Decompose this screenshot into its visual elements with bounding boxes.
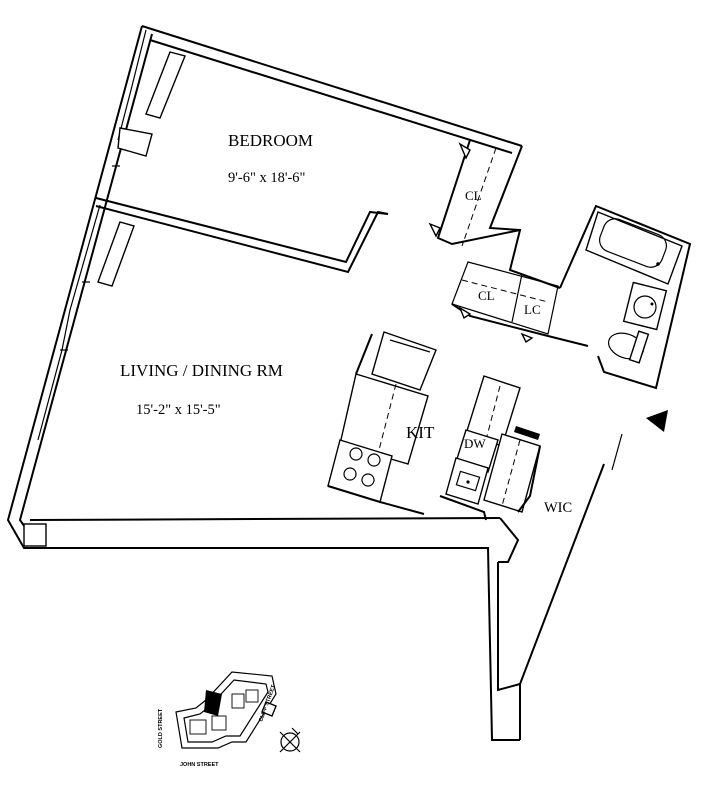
dishwasher-label: DW — [464, 436, 486, 451]
windows — [37, 29, 147, 441]
kitchen — [327, 331, 541, 521]
linen-closet-label: LC — [524, 302, 541, 317]
bedroom-dimensions: 9'-6" x 18'-6" — [228, 170, 306, 186]
bedroom-closet-label: CL — [465, 188, 482, 203]
key-plan-street-gold: GOLD STREET — [158, 708, 164, 748]
walk-in-closet-label: WIC — [544, 500, 572, 516]
room-labels: BEDROOM 9'-6" x 18'-6" LIVING / DINING R… — [120, 131, 572, 516]
kitchen-label: KIT — [406, 423, 435, 442]
key-plan: GOLD STREET CLIFF STREET JOHN STREET — [158, 671, 301, 768]
north-arrow-icon — [279, 727, 301, 753]
key-plan-street-john: JOHN STREET — [180, 762, 219, 768]
radiators — [97, 51, 186, 287]
bedroom-closet — [428, 139, 561, 289]
exterior-walls — [6, 25, 623, 741]
hall-closets — [451, 261, 559, 344]
bathroom — [547, 204, 692, 432]
hall-closet-label: CL — [478, 288, 495, 303]
bedroom-label: BEDROOM — [228, 131, 313, 150]
entry-arrow-icon — [646, 410, 668, 432]
bedroom-partition — [95, 197, 389, 274]
living-label: LIVING / DINING RM — [120, 361, 283, 380]
living-dimensions: 15'-2" x 15'-5" — [136, 402, 221, 418]
